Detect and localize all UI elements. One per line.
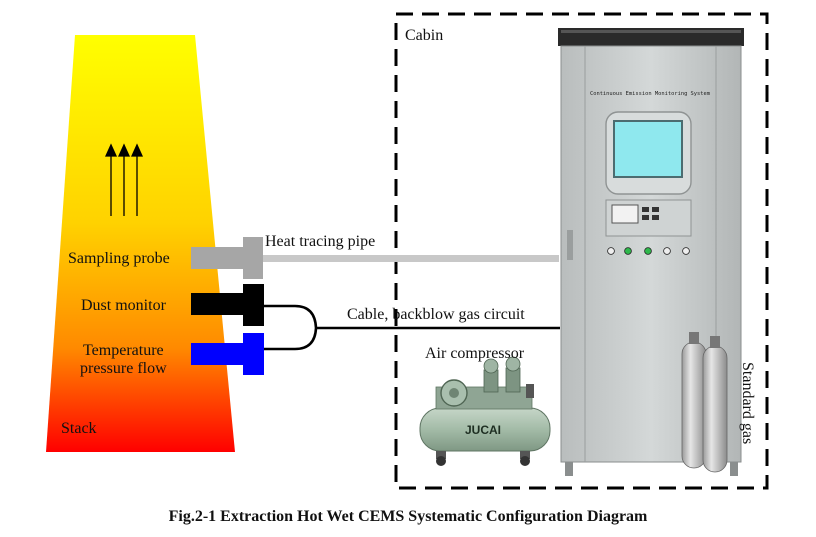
cabinet-control-display bbox=[611, 204, 639, 224]
dust-monitor-label: Dust monitor bbox=[81, 297, 166, 314]
cabin-label: Cabin bbox=[405, 27, 444, 44]
indicator-lights bbox=[607, 247, 690, 255]
compressor-brand-text: JUCAI bbox=[465, 423, 501, 437]
stack-label: Stack bbox=[61, 420, 97, 437]
heat-tracing-pipe bbox=[263, 255, 559, 262]
temperature-pressure-line2: pressure flow bbox=[80, 360, 167, 377]
temperature-pressure-flow-label: Temperature pressure flow bbox=[80, 342, 167, 378]
air-compressor-label: Air compressor bbox=[425, 345, 525, 362]
standard-gas-cylinders bbox=[681, 332, 728, 473]
cabinet-header-text: Continuous Emission Monitoring System bbox=[590, 91, 710, 97]
temperature-pressure-flow-icon bbox=[191, 333, 264, 375]
air-compressor-icon: JUCAI bbox=[419, 356, 551, 466]
sampling-probe-icon bbox=[191, 237, 263, 279]
heat-tracing-pipe-label: Heat tracing pipe bbox=[265, 233, 376, 250]
cable-backblow-line bbox=[264, 304, 560, 351]
temperature-pressure-line1: Temperature bbox=[83, 342, 164, 359]
figure-caption: Fig.2-1 Extraction Hot Wet CEMS Systemat… bbox=[168, 508, 648, 525]
stack-chimney bbox=[46, 35, 235, 452]
standard-gas-label: Standard gas bbox=[739, 362, 756, 445]
cable-backblow-label: Cable, backblow gas circuit bbox=[347, 306, 525, 323]
cabinet-display-screen bbox=[613, 120, 683, 178]
flue-gas-arrows bbox=[104, 143, 144, 216]
cabin-boundary bbox=[394, 12, 769, 490]
dust-monitor-icon bbox=[191, 284, 264, 326]
sampling-probe-label: Sampling probe bbox=[68, 250, 170, 267]
